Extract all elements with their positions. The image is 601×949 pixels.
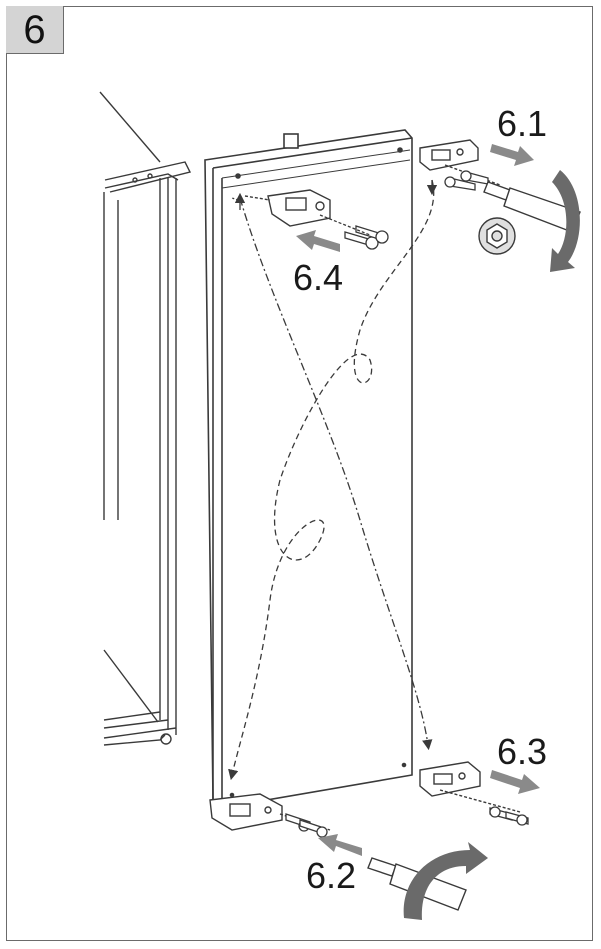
hinge-icon <box>419 761 521 813</box>
cabinet-body <box>99 91 192 746</box>
substep-label-6-4: 6.4 <box>293 257 344 298</box>
screw-icon <box>444 170 489 191</box>
direction-arrow-icon <box>490 144 534 166</box>
door-panel <box>204 129 413 809</box>
step-number: 6 <box>23 7 46 52</box>
substep-label-6-3: 6.3 <box>497 731 548 772</box>
hinge-icon <box>419 139 501 186</box>
direction-arrow-icon <box>490 770 540 794</box>
step-number-box: 6 <box>6 6 64 54</box>
rotate-arrow-icon <box>403 842 488 920</box>
direction-arrow-icon <box>318 834 362 856</box>
substep-label-6-1: 6.1 <box>497 103 548 144</box>
screwdriver-icon <box>483 181 581 233</box>
hex-nut-icon <box>478 217 516 255</box>
substep-label-6-2: 6.2 <box>306 855 357 896</box>
screw-icon <box>489 806 529 826</box>
hinge-icon <box>244 189 331 227</box>
rotate-arrow-icon <box>550 170 580 272</box>
motion-paths <box>228 179 438 781</box>
screw-icon <box>319 214 389 250</box>
screw-icon <box>285 813 328 838</box>
direction-arrow-icon <box>296 230 340 252</box>
